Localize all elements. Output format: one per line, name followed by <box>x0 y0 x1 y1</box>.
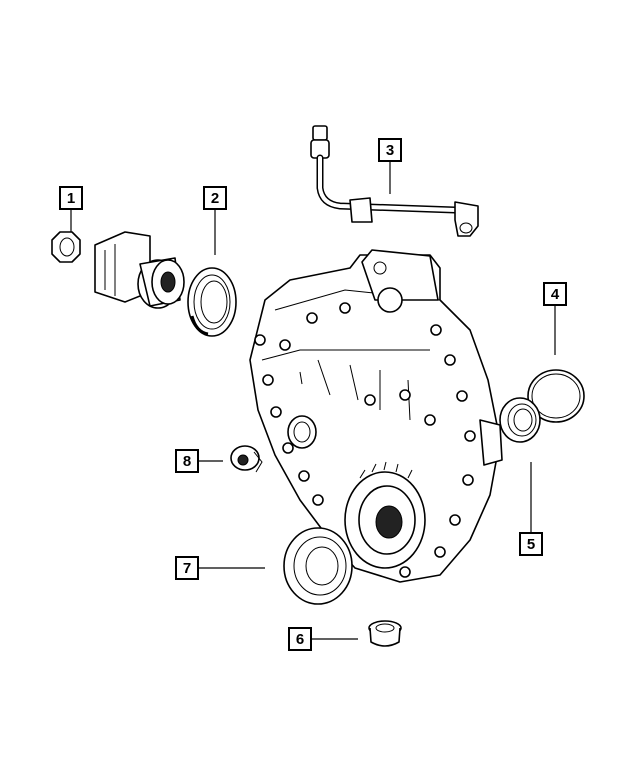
callout-4[interactable]: 4 <box>543 282 567 306</box>
part-8-plug <box>230 445 263 473</box>
part-3-vent-hose <box>310 125 479 237</box>
callout-2[interactable]: 2 <box>203 186 227 210</box>
housing-bolts <box>254 302 476 578</box>
callout-8[interactable]: 8 <box>175 449 199 473</box>
callout-1[interactable]: 1 <box>59 186 83 210</box>
transfer-case-housing <box>249 249 503 583</box>
callout-3[interactable]: 3 <box>378 138 402 162</box>
companion-flange <box>94 231 185 309</box>
callout-5[interactable]: 5 <box>519 532 543 556</box>
callout-7[interactable]: 7 <box>175 556 199 580</box>
leader-lines <box>70 162 556 640</box>
part-7-seal <box>283 527 353 605</box>
part-1-nut <box>51 231 81 263</box>
part-4-o-ring <box>527 369 585 423</box>
part-6-plug <box>368 620 402 647</box>
part-2-seal <box>187 267 237 337</box>
part-5-seal <box>499 397 541 443</box>
callout-6[interactable]: 6 <box>288 627 312 651</box>
